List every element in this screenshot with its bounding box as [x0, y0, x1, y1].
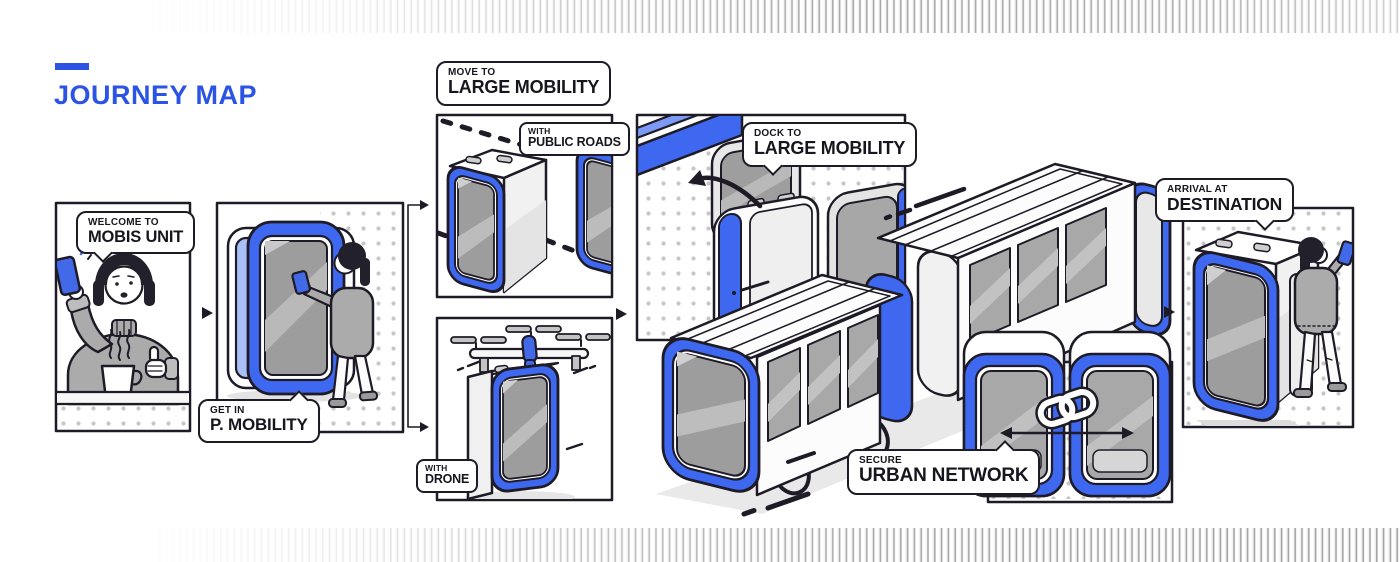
panel-get-in [215, 201, 405, 434]
label-drone-eyebrow: WITH [425, 463, 448, 473]
bubble-network: SECURE URBAN NETWORK [847, 440, 1041, 495]
bubble-network-label: URBAN NETWORK [859, 465, 1029, 486]
speed-dashes [741, 186, 967, 517]
rail-beam-top [638, 116, 699, 139]
road-pod-second [575, 148, 611, 278]
flow-arrow-icon [616, 308, 627, 320]
table [57, 390, 189, 406]
branch-connector [407, 204, 421, 428]
phone-icon [57, 255, 82, 296]
bubble-dock-eyebrow: DOCK TO [754, 128, 802, 139]
flow-arrow-icon [202, 307, 213, 319]
drone-pod [466, 361, 560, 499]
title-dash [55, 63, 89, 70]
bubble-dock: DOCK TO LARGE MOBILITY [742, 122, 918, 176]
bidirectional-arrow-icon [1000, 427, 1134, 439]
personal-mobility-pod [226, 220, 356, 396]
flow-arrow-icon [420, 200, 429, 210]
bus-windows-rear-segment [969, 207, 1107, 343]
large-mobility-bus [661, 162, 1172, 517]
label-public-roads-label: PUBLIC ROADS [528, 135, 621, 150]
bus-roof [669, 162, 1137, 360]
bubble-welcome: WELCOME TO MOBIS UNIT [76, 211, 196, 264]
page-title: JOURNEY MAP [54, 80, 258, 110]
bubble-arrival-eyebrow: ARRIVAL AT [1167, 184, 1228, 195]
label-public-roads-eyebrow: WITH [528, 126, 551, 136]
bubble-arrival-label: DESTINATION [1167, 194, 1283, 214]
ribbed-stripe-band-top [0, 0, 1400, 33]
label-move-to-eyebrow: MOVE TO [448, 67, 496, 78]
panel-drone [435, 316, 614, 502]
ribbed-stripe-band-bottom [0, 528, 1400, 562]
flow-arrow-icon [420, 422, 429, 432]
bubble-get-in: GET IN P. MOBILITY [198, 390, 320, 443]
panel-arrival [1181, 206, 1355, 429]
bubble-get-in-label: P. MOBILITY [210, 415, 308, 434]
drone-icon [450, 325, 611, 373]
link-icon [1035, 386, 1099, 430]
thumbs-up-icon [144, 345, 179, 380]
label-drone: WITH DRONE [416, 459, 479, 494]
network-pod-right [1068, 330, 1172, 498]
label-move-to: MOVE TO LARGE MOBILITY [436, 61, 612, 106]
flow-arrow-icon [1164, 306, 1175, 318]
bubble-network-eyebrow: SECURE [859, 455, 902, 466]
bus-front-face [661, 337, 761, 493]
flow-connectors [202, 200, 1175, 432]
person-arrival [1293, 237, 1352, 398]
person-entering-pod [291, 242, 379, 408]
bubble-dock-label: LARGE MOBILITY [754, 138, 906, 158]
person-welcome [57, 245, 180, 406]
bus-windows-front-segment [767, 314, 879, 442]
bubble-arrival: ARRIVAL AT DESTINATION [1155, 178, 1295, 232]
label-move-to-label: LARGE MOBILITY [448, 77, 600, 97]
dock-direction-arrow-icon [688, 170, 763, 209]
bubble-welcome-eyebrow: WELCOME TO [88, 217, 159, 228]
label-public-roads: WITH PUBLIC ROADS [519, 122, 630, 157]
bubble-get-in-eyebrow: GET IN [210, 405, 245, 416]
label-drone-label: DRONE [425, 472, 470, 487]
road-pod-main [446, 148, 548, 294]
bubble-welcome-label: MOBIS UNIT [88, 228, 184, 246]
